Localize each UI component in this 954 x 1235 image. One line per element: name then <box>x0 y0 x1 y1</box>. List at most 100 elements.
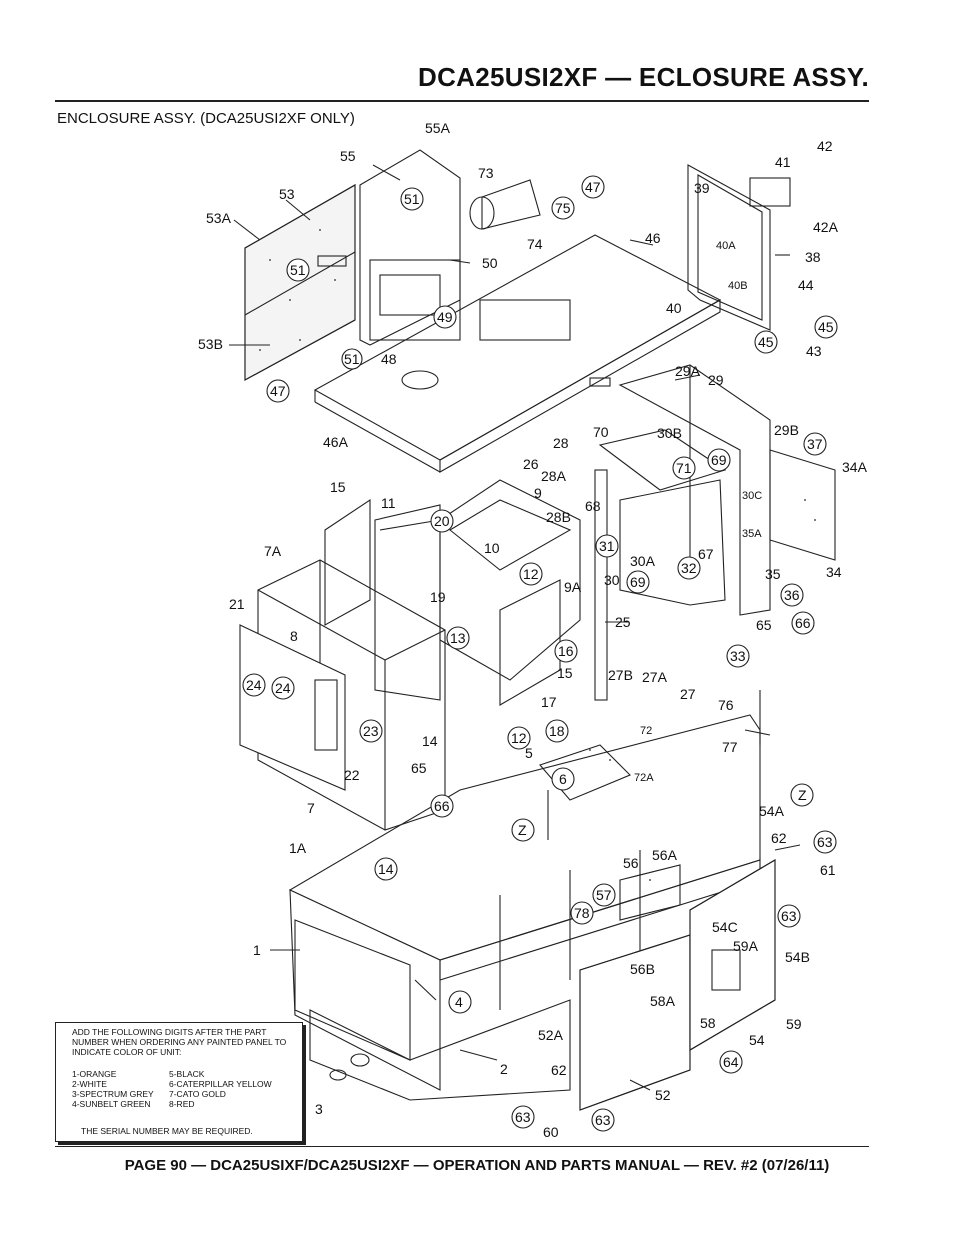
panel-texture <box>259 229 816 881</box>
callout-9A: 9A <box>564 579 582 595</box>
callout-63: 63 <box>781 908 797 924</box>
callout-54: 54 <box>749 1032 765 1048</box>
page-footer: PAGE 90 — DCA25USIXF/DCA25USI2XF — OPERA… <box>124 1157 830 1174</box>
callout-29: 29 <box>708 372 724 388</box>
callout-54A: 54A <box>759 803 785 819</box>
callout-60: 60 <box>543 1124 559 1140</box>
callout-16: 16 <box>558 643 574 659</box>
callout-28B: 28B <box>546 509 571 525</box>
callout-48: 48 <box>381 351 397 367</box>
callout-40A: 40A <box>716 240 736 252</box>
callout-23: 23 <box>363 723 379 739</box>
header-rule <box>55 100 869 102</box>
callout-24: 24 <box>246 677 262 693</box>
callout-55A: 55A <box>425 120 451 136</box>
callout-62: 62 <box>771 830 787 846</box>
note-instructions: ADD THE FOLLOWING DIGITS AFTER THE PART … <box>72 1027 287 1057</box>
callout-65: 65 <box>411 760 427 776</box>
callout-10: 10 <box>484 540 500 556</box>
callout-46: 46 <box>645 230 661 246</box>
callout-51: 51 <box>404 191 420 207</box>
callout-25: 25 <box>615 614 631 630</box>
callout-45: 45 <box>818 319 834 335</box>
callout-56: 56 <box>623 855 639 871</box>
callout-57: 57 <box>596 887 612 903</box>
callout-34: 34 <box>826 564 842 580</box>
callout-14: 14 <box>422 733 438 749</box>
callout-50: 50 <box>482 255 498 271</box>
callout-51: 51 <box>290 262 306 278</box>
callout-42A: 42A <box>813 219 839 235</box>
callout-46A: 46A <box>323 434 349 450</box>
color-list-right: 5-BLACK 6-CATERPILLAR YELLOW 7-CATO GOLD… <box>169 1069 272 1109</box>
callout-51: 51 <box>344 351 360 367</box>
footer-rule <box>55 1146 869 1147</box>
callout-72A: 72A <box>634 772 654 784</box>
callout-27B: 27B <box>608 667 633 683</box>
callout-22: 22 <box>344 767 360 783</box>
callout-71: 71 <box>676 460 692 476</box>
callout-20: 20 <box>434 513 450 529</box>
callout-12: 12 <box>523 566 539 582</box>
callout-37: 37 <box>807 436 823 452</box>
callout-59A: 59A <box>733 938 759 954</box>
callout-15: 15 <box>557 665 573 681</box>
callout-35: 35 <box>765 566 781 582</box>
callout-7A: 7A <box>264 543 282 559</box>
callout-3: 3 <box>315 1101 323 1117</box>
callout-Z: Z <box>798 787 807 803</box>
callout-69: 69 <box>711 452 727 468</box>
enclosure-line-art <box>229 149 836 1111</box>
color-item: 8-RED <box>169 1099 195 1109</box>
callout-27: 27 <box>680 686 696 702</box>
callout-34A: 34A <box>842 459 868 475</box>
callout-2: 2 <box>500 1061 508 1077</box>
part-callouts: 55A 55 53 51 53A 51 50 73 75 74 47 46 49… <box>198 120 868 1140</box>
callout-31: 31 <box>599 538 615 554</box>
callout-66: 66 <box>795 615 811 631</box>
callout-14: 14 <box>378 861 394 877</box>
callout-18: 18 <box>549 723 565 739</box>
callout-4: 4 <box>455 994 463 1010</box>
callout-11: 11 <box>381 495 396 511</box>
callout-29A: 29A <box>675 363 701 379</box>
callout-59: 59 <box>786 1016 802 1032</box>
callout-61: 61 <box>820 862 836 878</box>
callout-74: 74 <box>527 236 543 252</box>
callout-72: 72 <box>640 725 652 737</box>
diagram-subtitle: ENCLOSURE ASSY. (DCA25USI2XF ONLY) <box>57 110 355 127</box>
color-item: 7-CATO GOLD <box>169 1089 226 1099</box>
callout-12: 12 <box>511 730 527 746</box>
callout-26: 26 <box>523 456 539 472</box>
callout-58A: 58A <box>650 993 676 1009</box>
color-code-note: ADD THE FOLLOWING DIGITS AFTER THE PART … <box>55 1022 303 1142</box>
color-item: 2-WHITE <box>72 1079 107 1089</box>
callout-1: 1 <box>253 942 261 958</box>
callout-27A: 27A <box>642 669 668 685</box>
callout-68: 68 <box>585 498 601 514</box>
callout-39: 39 <box>694 180 710 196</box>
page-title: DCA25USI2XF — ECLOSURE ASSY. <box>418 62 869 92</box>
callout-53: 53 <box>279 186 295 202</box>
color-item: 3-SPECTRUM GREY <box>72 1089 154 1099</box>
callout-30A: 30A <box>630 553 656 569</box>
callout-63: 63 <box>595 1112 611 1128</box>
callout-17: 17 <box>541 694 557 710</box>
callout-73: 73 <box>478 165 494 181</box>
callout-24: 24 <box>275 680 291 696</box>
callout-28A: 28A <box>541 468 567 484</box>
callout-62: 62 <box>551 1062 567 1078</box>
callout-65: 65 <box>756 617 772 633</box>
callout-78: 78 <box>574 905 590 921</box>
callout-1A: 1A <box>289 840 307 856</box>
callout-29B: 29B <box>774 422 799 438</box>
callout-15: 15 <box>330 479 346 495</box>
callout-41: 41 <box>775 154 791 170</box>
callout-58: 58 <box>700 1015 716 1031</box>
callout-13: 13 <box>450 630 466 646</box>
callout-28: 28 <box>553 435 569 451</box>
callout-52: 52 <box>655 1087 671 1103</box>
callout-55: 55 <box>340 148 356 164</box>
callout-63: 63 <box>515 1109 531 1125</box>
color-item: 5-BLACK <box>169 1069 205 1079</box>
